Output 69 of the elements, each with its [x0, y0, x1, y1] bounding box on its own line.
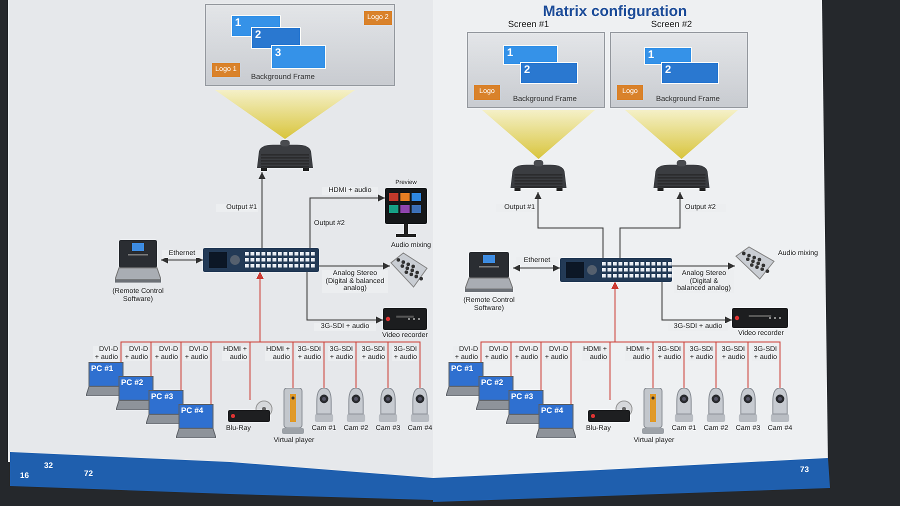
connector-arrow	[160, 256, 204, 264]
connector-arrow	[310, 194, 386, 248]
screen-label: PC #2	[481, 378, 504, 387]
connector-arrow	[620, 192, 684, 258]
ptz-camera-drawing	[408, 388, 432, 422]
ptz-camera-drawing	[312, 388, 336, 422]
overlay-tag	[364, 11, 392, 25]
page-number: 72	[84, 470, 94, 478]
video-window	[520, 62, 578, 84]
video-window	[503, 45, 558, 65]
connector-arrow	[534, 192, 604, 258]
overlay-tag	[617, 85, 643, 100]
page-number: 16	[20, 472, 30, 480]
projector-drawing	[482, 110, 595, 192]
window-number: 1	[648, 49, 654, 61]
window-number: 1	[507, 47, 514, 59]
connector-arrow	[258, 172, 266, 248]
screen-heading: Screen #2	[651, 19, 694, 29]
video-window	[271, 45, 326, 69]
overlay-tag	[474, 85, 500, 100]
overlay-tag	[212, 63, 240, 77]
connector-arrow	[672, 262, 736, 270]
projector-drawing	[625, 110, 738, 192]
connector-arrow	[306, 272, 384, 324]
projector-drawing	[215, 90, 355, 172]
screen-label: PC #3	[511, 392, 534, 401]
connector-arrow	[256, 272, 420, 388]
video-recorder-drawing	[732, 308, 788, 328]
disc-player-drawing	[588, 400, 634, 422]
screen-label: PC #4	[181, 406, 204, 415]
page-number: 32	[44, 462, 54, 470]
connector-arrow	[662, 282, 732, 324]
media-player-drawing	[642, 388, 664, 434]
window-number: 2	[524, 64, 530, 76]
video-window	[661, 62, 719, 84]
screen-label: PC #4	[541, 406, 564, 415]
connector-arrow	[512, 264, 560, 272]
diagram-title: Matrix configuration	[542, 3, 688, 20]
disc-player-drawing	[228, 400, 274, 422]
screen-heading: Screen #1	[508, 19, 550, 29]
audio-mixer-drawing	[735, 246, 775, 280]
video-recorder-drawing	[383, 308, 427, 330]
laptop-drawing	[465, 252, 513, 294]
ptz-camera-drawing	[344, 388, 368, 422]
ptz-camera-drawing	[376, 388, 400, 422]
monitor-drawing	[385, 188, 427, 238]
page-number: 73	[800, 466, 810, 474]
audio-mixer-drawing	[390, 252, 428, 288]
window-number: 3	[275, 47, 282, 59]
screen-label: PC #2	[121, 378, 144, 387]
screen-frame	[205, 4, 395, 86]
video-switcher-drawing	[203, 248, 319, 272]
ptz-camera-drawing	[672, 388, 696, 422]
ptz-camera-drawing	[704, 388, 728, 422]
video-switcher-drawing	[560, 258, 672, 282]
screen-label: PC #3	[151, 392, 174, 401]
media-player-drawing	[282, 388, 304, 434]
screen-label: PC #1	[451, 364, 474, 373]
laptop-drawing	[536, 404, 576, 438]
connector-arrow	[612, 282, 780, 388]
window-number: 2	[665, 64, 672, 76]
screen-label: PC #1	[91, 364, 114, 373]
ptz-camera-drawing	[768, 388, 792, 422]
connector-arrow	[318, 262, 390, 270]
laptop-drawing	[176, 404, 216, 438]
ptz-camera-drawing	[736, 388, 760, 422]
laptop-drawing	[115, 240, 161, 285]
window-number: 2	[255, 29, 262, 41]
window-number: 1	[235, 17, 242, 29]
